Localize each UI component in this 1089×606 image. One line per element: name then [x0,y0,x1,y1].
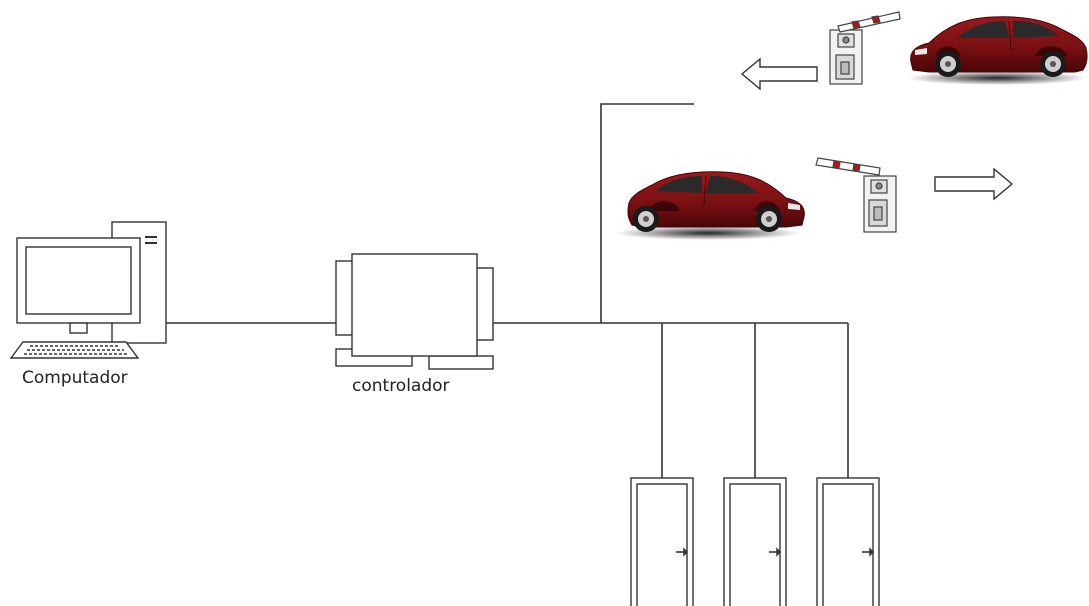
gate-feed-line [600,103,694,323]
door-icon [816,477,880,606]
controller-icon [335,253,494,370]
car-icon [616,171,805,240]
door-icon [630,477,694,606]
entry-lane [616,157,1014,240]
barrier-gate-icon [815,157,897,233]
computer-icon [9,221,167,359]
exit-lane [740,11,1088,91]
controller-box [351,253,478,357]
barrier-gate-icon [829,11,901,85]
car-icon [907,16,1088,85]
arrow-left-icon [740,57,818,91]
connection-lines [166,103,849,478]
computer-label: Computador [22,368,128,388]
controller-label: controlador [352,376,450,396]
door-icon [723,477,787,606]
doors [630,477,880,606]
arrow-right-icon [934,167,1014,201]
